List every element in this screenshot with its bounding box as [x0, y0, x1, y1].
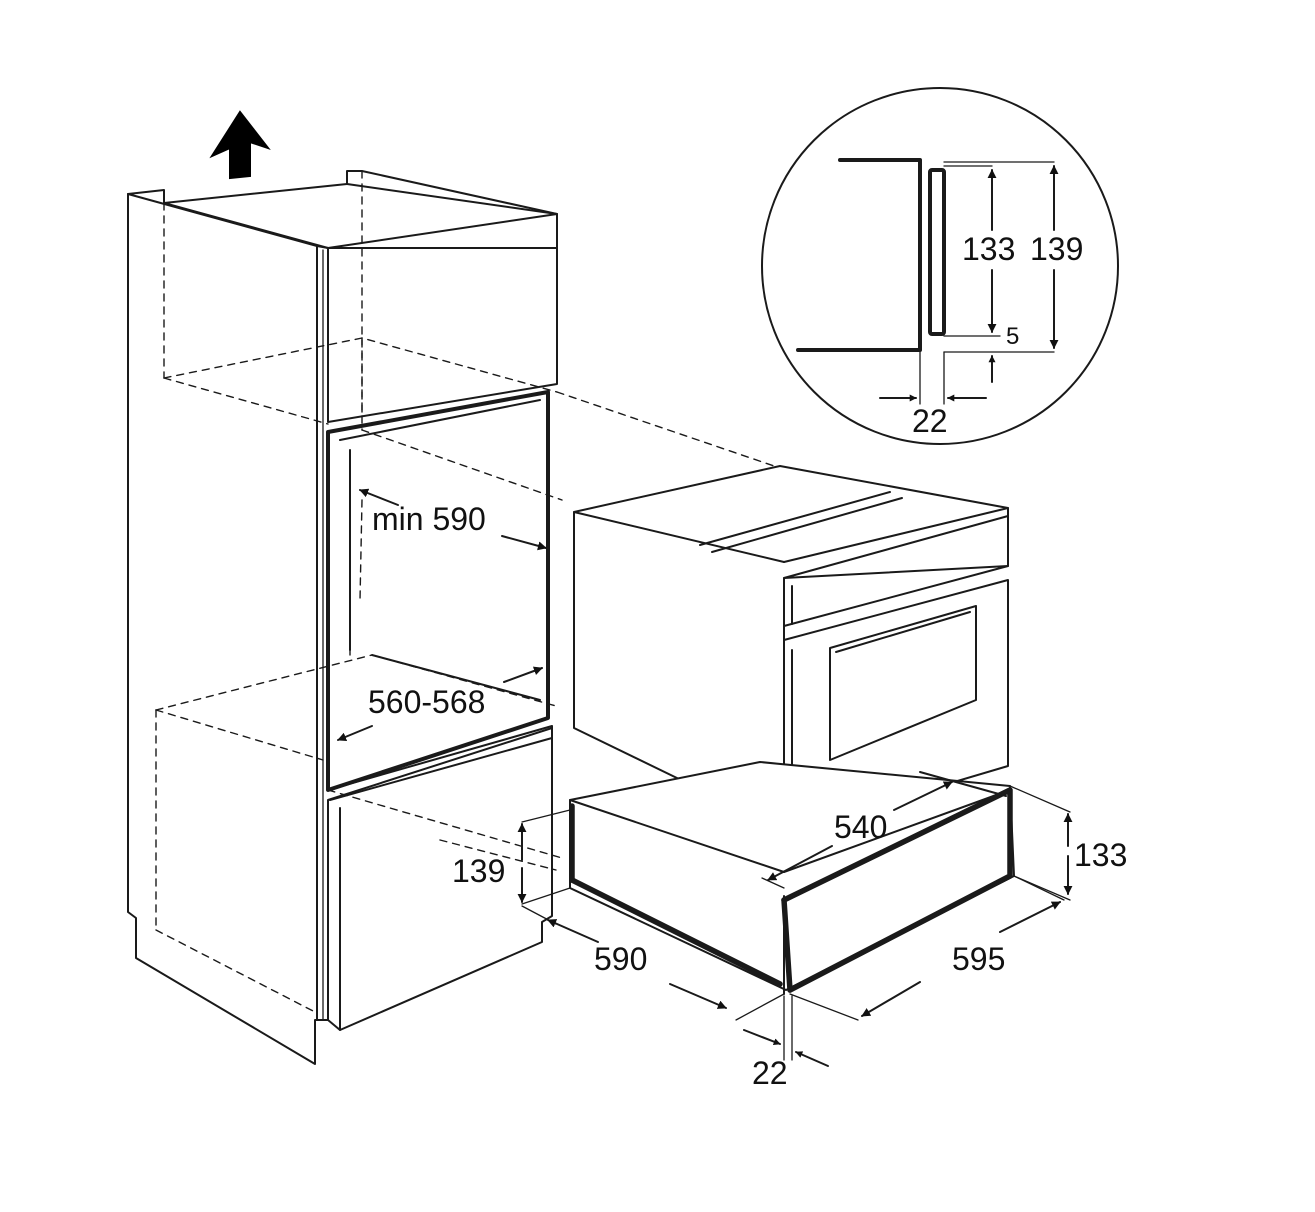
- dim-niche-depth: min 590: [372, 501, 486, 537]
- dim-drawer-inner-width: 540: [834, 809, 887, 845]
- warming-drawer: [569, 761, 1015, 995]
- detail-gap: 5: [1006, 323, 1019, 350]
- dimension-lines: [337, 488, 1073, 1067]
- dim-drawer-niche-height: 139: [452, 853, 505, 889]
- dim-niche-height: 560-568: [368, 684, 485, 720]
- dim-drawer-width: 595: [952, 941, 1005, 977]
- dim-drawer-height: 133: [1074, 837, 1127, 873]
- dim-front-offset: 22: [752, 1055, 788, 1091]
- ventilation-arrow-icon: [209, 110, 271, 180]
- tall-cabinet: [127, 170, 781, 1065]
- oven-appliance: [573, 465, 1009, 831]
- dim-drawer-depth: 590: [594, 941, 647, 977]
- detail-circle: [761, 87, 1119, 445]
- detail-offset: 22: [912, 403, 948, 439]
- detail-outer-height: 139: [1030, 231, 1083, 267]
- detail-inner-height: 133: [962, 231, 1015, 267]
